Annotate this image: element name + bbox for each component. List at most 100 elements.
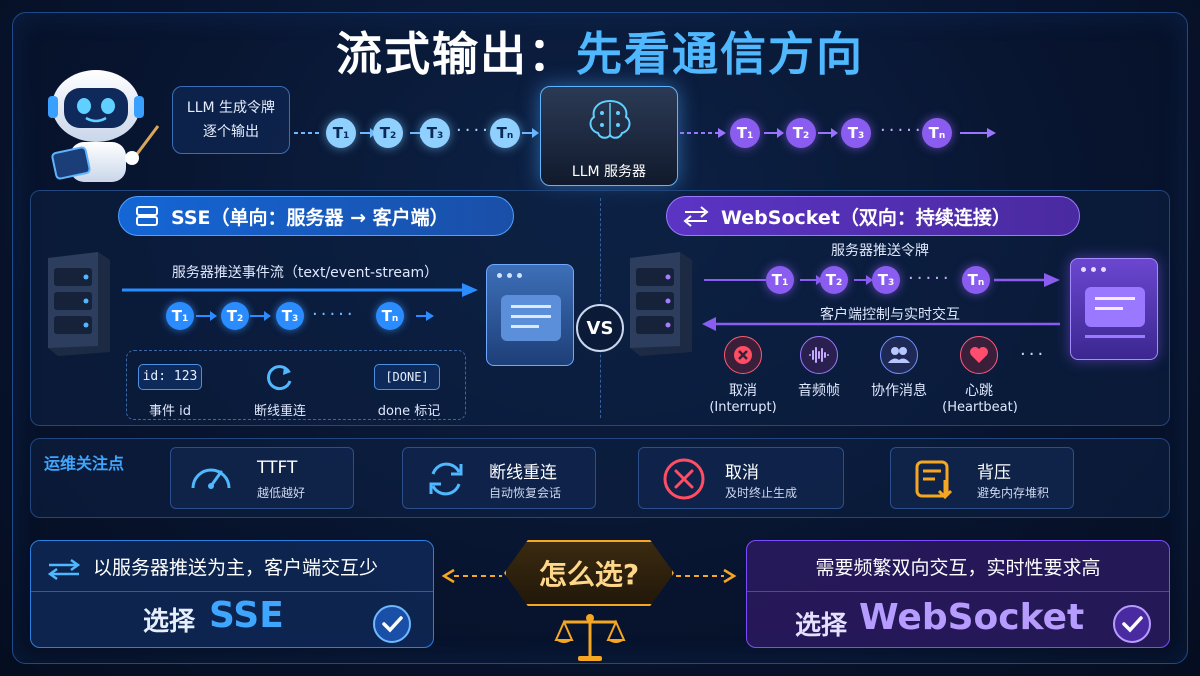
vs-badge: VS xyxy=(576,304,624,352)
reconnect-title: 断线重连 xyxy=(489,463,557,483)
cancel-action-sub: (Interrupt) xyxy=(709,400,777,415)
sse-choice-prefix: 选择 xyxy=(143,607,196,637)
reconnect-sub: 自动恢复会话 xyxy=(489,486,562,500)
chat-bubble-icon xyxy=(501,295,561,341)
page-title: 流式输出：先看通信方向 xyxy=(336,27,864,81)
heartbeat-label: 心跳 xyxy=(965,383,993,399)
heartbeat-sub: (Heartbeat) xyxy=(942,400,1018,415)
audio-frame-label: 音频帧 xyxy=(798,383,840,399)
swap-arrows-icon xyxy=(47,558,81,581)
ws-check-icon xyxy=(1113,605,1151,643)
sse-choice-name: SSE xyxy=(209,595,284,636)
websocket-title-pill: WebSocket（双向：持续连接） xyxy=(666,196,1080,236)
swap-arrows-icon xyxy=(683,206,709,227)
ops-heading: 运维关注点 xyxy=(44,454,125,473)
reconnect-icon xyxy=(267,365,292,391)
server-stack-icon xyxy=(136,206,158,226)
robot-mascot-icon xyxy=(48,70,160,182)
sse-stream-arrow xyxy=(122,283,478,297)
cancel-circle-icon xyxy=(663,458,705,500)
ws-chat-bubble-icon xyxy=(1085,287,1145,327)
sync-icon xyxy=(429,462,463,496)
cancel-sub: 及时终止生成 xyxy=(725,486,798,500)
speech-bubble: LLM 生成令牌 逐个输出 xyxy=(172,86,290,154)
ops-item-cancel: 取消 及时终止生成 xyxy=(638,447,844,509)
ttft-sub: 越低越好 xyxy=(257,486,306,500)
collab-message-icon xyxy=(880,336,918,374)
ws-choice-name: WebSocket xyxy=(859,597,1085,638)
backpressure-icon xyxy=(915,460,953,500)
right-dashed-arrow xyxy=(676,568,737,584)
backpressure-title: 背压 xyxy=(977,463,1011,483)
sse-choice-condition: 以服务器推送为主，客户端交互少 xyxy=(93,557,379,579)
ws-server-icon xyxy=(630,252,692,356)
sse-token-arrows xyxy=(196,311,434,321)
ws-more-dots: ··· xyxy=(1020,344,1047,365)
sse-client-window xyxy=(486,264,574,366)
top-ws-dots: ····· xyxy=(880,120,924,141)
bubble-line-2: 逐个输出 xyxy=(203,124,259,140)
websocket-choice-card: 需要频繁双向交互，实时性要求高 选择 WebSocket xyxy=(746,540,1170,648)
event-id-badge: id: 123 xyxy=(138,364,202,390)
event-id-label: 事件 id xyxy=(149,404,191,419)
ws-client-label: 客户端控制与实时交互 xyxy=(820,307,960,323)
left-dashed-arrow xyxy=(441,568,502,584)
done-badge: [DONE] xyxy=(374,364,440,390)
ops-item-backpressure: 背压 避免内存堆积 xyxy=(890,447,1074,509)
sse-server-icon xyxy=(48,252,110,356)
sse-stream-label: 服务器推送事件流（text/event-stream） xyxy=(171,265,439,281)
backpressure-sub: 避免内存堆积 xyxy=(977,486,1050,500)
sse-title-pill: SSE（单向：服务器 → 客户端） xyxy=(118,196,514,236)
ops-item-ttft: TTFT 越低越好 xyxy=(170,447,354,509)
reconnect-label: 断线重连 xyxy=(253,404,306,419)
heartbeat-icon xyxy=(960,336,998,374)
sse-choice-card: 以服务器推送为主，客户端交互少 选择 SSE xyxy=(30,540,434,648)
cancel-action-icon xyxy=(724,336,762,374)
sse-title: SSE（单向：服务器 → 客户端） xyxy=(171,206,449,229)
gauge-icon xyxy=(191,468,231,489)
audio-frame-icon xyxy=(800,336,838,374)
llm-server: LLM 服务器 xyxy=(540,86,678,186)
bubble-line-1: LLM 生成令牌 xyxy=(186,100,276,116)
ws-client-window xyxy=(1070,258,1158,360)
brain-icon xyxy=(589,99,631,139)
llm-server-label: LLM 服务器 xyxy=(571,164,647,180)
ws-choice-prefix: 选择 xyxy=(795,611,848,641)
cancel-title: 取消 xyxy=(725,463,759,483)
balance-scale-icon xyxy=(554,614,626,661)
collab-message-label: 协作消息 xyxy=(871,383,927,399)
ws-dots: ····· xyxy=(908,268,952,289)
top-dots: ····· xyxy=(456,120,500,141)
outer-frame xyxy=(12,12,1188,664)
sse-check-icon xyxy=(373,605,411,643)
ws-push-arrows xyxy=(704,273,1060,287)
ttft-title: TTFT xyxy=(257,458,298,478)
sse-features-box xyxy=(126,350,466,420)
ws-choice-condition: 需要频繁双向交互，实时性要求高 xyxy=(815,557,1101,579)
websocket-title: WebSocket（双向：持续连接） xyxy=(721,206,1011,229)
how-to-choose-label: 怎么选? xyxy=(504,540,674,606)
ws-client-arrow xyxy=(702,317,1060,331)
cancel-action-label: 取消 xyxy=(729,383,757,399)
done-label: done 标记 xyxy=(377,404,441,419)
sse-dots: ····· xyxy=(312,304,356,325)
ws-push-label: 服务器推送令牌 xyxy=(831,243,929,259)
ops-item-reconnect: 断线重连 自动恢复会话 xyxy=(402,447,596,509)
top-flow-arrows-purple xyxy=(680,128,996,138)
